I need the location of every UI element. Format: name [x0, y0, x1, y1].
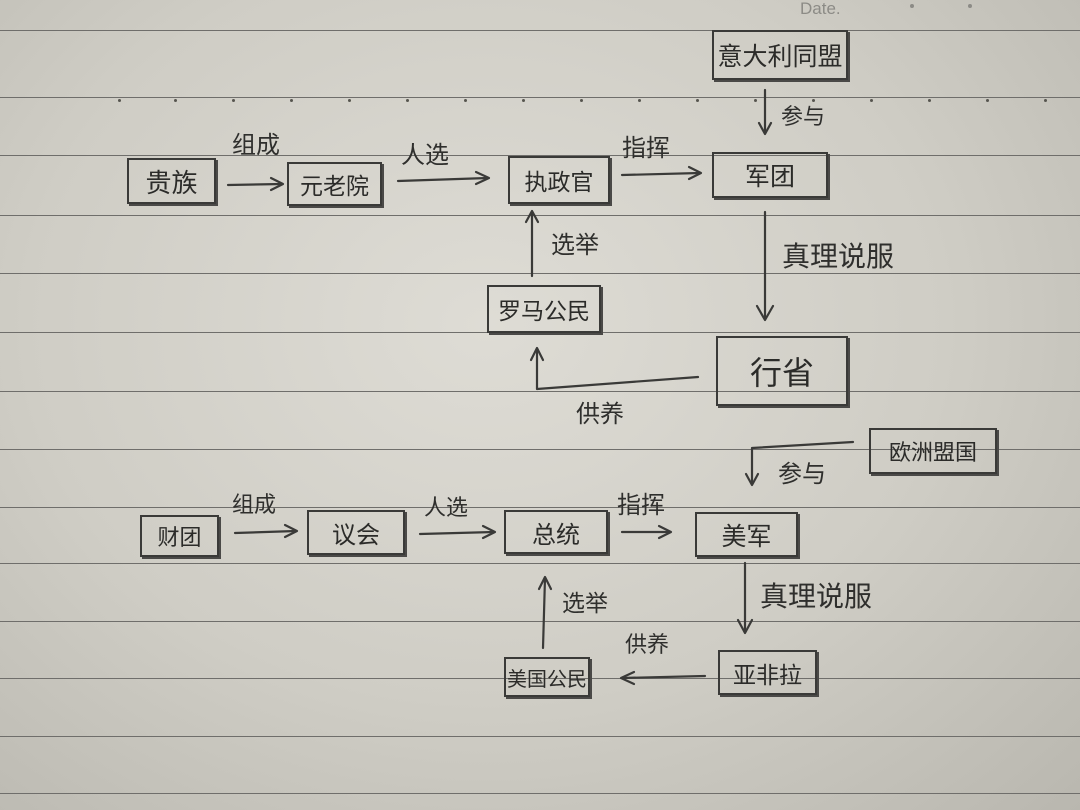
ruled-line	[0, 155, 1080, 156]
rule-tick	[118, 99, 121, 102]
ruled-line	[0, 30, 1080, 31]
node-senate: 元老院	[287, 162, 382, 206]
ruled-line	[0, 391, 1080, 392]
arrow-consortium-to-congress	[233, 523, 299, 539]
rule-tick	[696, 99, 699, 102]
ruled-line	[0, 215, 1080, 216]
arrow-province-to-citizens	[529, 346, 700, 391]
edge-label-persuade: 真理说服	[760, 580, 873, 613]
edge-label-support: 供养	[576, 400, 624, 428]
arrow-congress-to-president	[418, 524, 497, 540]
node-us-citizens: 美国公民	[504, 657, 590, 697]
arrow-president-to-army	[620, 524, 673, 540]
rule-tick	[638, 99, 641, 102]
rule-tick	[754, 99, 757, 102]
arrow-nobles-to-senate	[226, 176, 285, 192]
edge-label-compose: 组成	[232, 131, 280, 159]
arrow-asia-africa-latin-to-citizens	[619, 670, 707, 686]
node-italian-alliance: 意大利同盟	[712, 30, 848, 80]
rule-tick	[1044, 99, 1047, 102]
node-congress: 议会	[307, 510, 405, 555]
arrow-citizens-to-president	[537, 575, 553, 650]
edge-label-persuade: 真理说服	[782, 240, 895, 273]
ruled-line	[0, 563, 1080, 564]
node-legion: 军团	[712, 152, 828, 198]
rule-tick	[812, 99, 815, 102]
ruled-line	[0, 793, 1080, 794]
edge-label-elect: 人选	[424, 496, 469, 521]
edge-label-support: 供养	[625, 633, 670, 658]
rule-tick	[348, 99, 351, 102]
header-dot	[968, 4, 972, 8]
rule-tick	[986, 99, 989, 102]
rule-tick	[174, 99, 177, 102]
node-province: 行省	[716, 336, 848, 406]
date-label: Date.	[800, 0, 841, 18]
node-nobles: 贵族	[127, 158, 216, 204]
arrow-senate-to-consul	[396, 170, 491, 186]
edge-label-command: 指挥	[622, 134, 670, 162]
edge-label-vote: 选举	[551, 231, 599, 259]
rule-tick	[928, 99, 931, 102]
node-president: 总统	[504, 510, 608, 554]
arrow-citizens-to-consul	[524, 209, 540, 278]
ruled-line	[0, 736, 1080, 737]
ruled-line	[0, 97, 1080, 98]
rule-tick	[464, 99, 467, 102]
rule-tick	[522, 99, 525, 102]
node-consul: 执政官	[508, 156, 610, 204]
ruled-line	[0, 273, 1080, 274]
rule-tick	[406, 99, 409, 102]
arrow-allies-to-army	[744, 440, 855, 487]
edge-label-command: 指挥	[617, 491, 665, 519]
edge-label-elect: 人选	[401, 141, 449, 169]
ruled-line	[0, 507, 1080, 508]
rule-tick	[232, 99, 235, 102]
edge-label-participate: 参与	[781, 105, 826, 130]
rule-tick	[580, 99, 583, 102]
edge-label-vote: 选举	[562, 591, 608, 617]
arrow-army-to-asia-africa-latin	[736, 561, 754, 635]
node-european-allies: 欧洲盟国	[869, 428, 997, 474]
edge-label-participate: 参与	[778, 460, 826, 488]
node-asia-africa-latin: 亚非拉	[718, 650, 817, 695]
arrow-alliance-to-legion	[757, 88, 773, 136]
ruled-line	[0, 449, 1080, 450]
rule-tick	[290, 99, 293, 102]
arrow-consul-to-legion	[620, 165, 703, 181]
rule-tick	[870, 99, 873, 102]
node-consortium: 财团	[140, 515, 219, 557]
ruled-line	[0, 621, 1080, 622]
header-dot	[910, 4, 914, 8]
ruled-line	[0, 678, 1080, 679]
node-roman-citizens: 罗马公民	[487, 285, 601, 333]
node-us-army: 美军	[695, 512, 798, 557]
arrow-legion-to-province	[755, 210, 775, 322]
edge-label-compose: 组成	[232, 493, 277, 518]
